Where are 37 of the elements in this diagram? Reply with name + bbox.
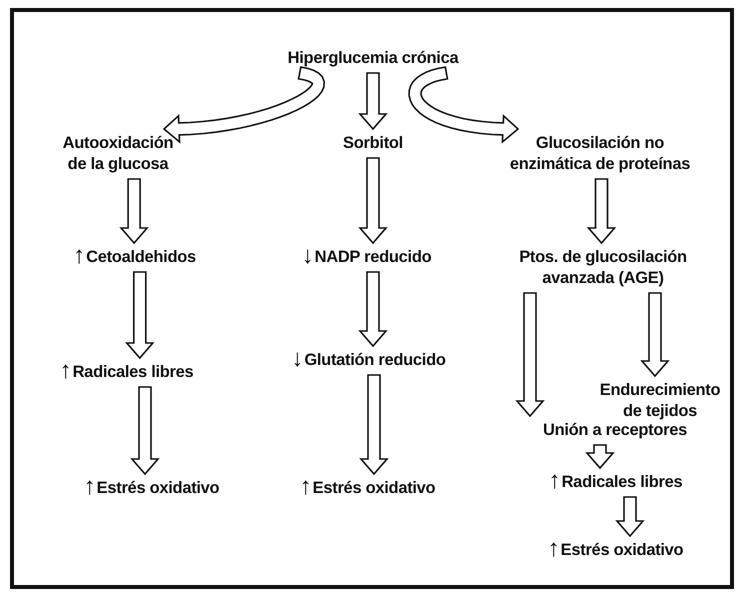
trend-indicator: ↑ (548, 468, 561, 494)
trend-indicator: ↑ (73, 243, 86, 269)
block-arrow (358, 72, 388, 130)
block-arrow (615, 496, 645, 538)
trend-indicator: ↑ (60, 358, 72, 384)
trend-indicator: ↓ (291, 346, 304, 372)
block-arrow (162, 66, 325, 144)
flow-step-text: Ptos. de glucosilación avanzada (AGE) (503, 247, 703, 289)
block-arrow (119, 178, 149, 244)
trend-indicator: ↑ (300, 474, 312, 500)
block-arrow (125, 271, 155, 360)
block-arrow (515, 292, 545, 418)
block-arrow (359, 374, 389, 476)
flow-step-text: Estrés oxidativo (312, 478, 436, 499)
block-arrow (358, 271, 388, 348)
flow-step-text: Cetoaldehidos (86, 247, 196, 268)
trend-indicator: ↓ (302, 243, 314, 269)
flow-step-text: NADP reducido (314, 247, 432, 268)
flow-step-text: Estrés oxidativo (96, 478, 220, 499)
trend-indicator: ↑ (84, 474, 96, 500)
flow-step-text: Estrés oxidativo (560, 540, 684, 561)
flow-step-text: Sorbitol (343, 133, 403, 154)
block-arrow (358, 157, 388, 244)
flow-step-text: Glucosilación no enzimática de proteínas (500, 133, 700, 175)
flow-step-text: Glutatión reducido (304, 350, 446, 371)
block-arrow (640, 292, 670, 378)
flow-step-text: Unión a receptores (542, 420, 688, 441)
trend-indicator: ↑ (548, 536, 560, 562)
flow-step-text: Radicales libres (72, 362, 194, 383)
flow-step-text: Hiperglucemia crónica (288, 48, 458, 69)
block-arrow (408, 66, 520, 144)
block-arrow (586, 178, 616, 244)
block-arrow (585, 444, 615, 470)
flow-step-text: Radicales libres (562, 472, 682, 493)
flow-step-text: Endurecimiento de tejidos (595, 380, 725, 422)
block-arrow (130, 386, 160, 476)
flow-step-text: Autooxidación de la glucosa (54, 133, 182, 175)
